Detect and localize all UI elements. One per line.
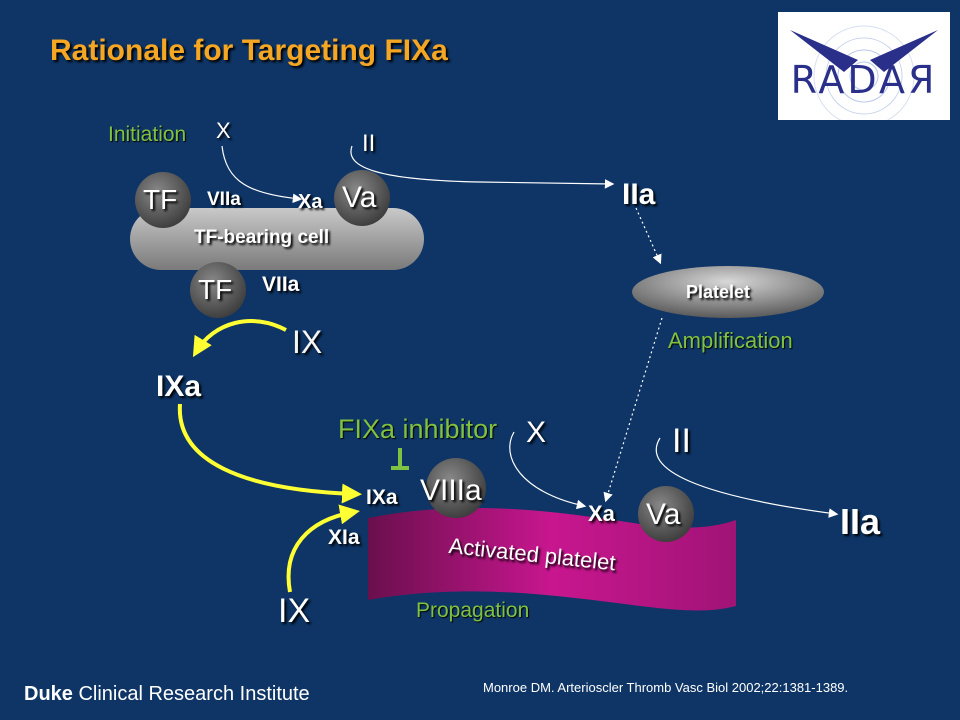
arrow-x-to-xa-bottom [509, 431, 587, 510]
arrow-ii-to-iia-bottom [655, 437, 839, 518]
platelet-cell [632, 266, 824, 318]
factor-tf-upper: TF [143, 184, 178, 215]
propagation-label: Propagation [416, 599, 530, 622]
factor-viia-upper: VIIa [207, 189, 241, 210]
logo-text: RADAЯ [790, 58, 938, 102]
tf-circle-lower [190, 262, 246, 318]
factor-ix-top: IX [292, 324, 323, 360]
duke-cri-logo: Duke Clinical Research Institute [24, 684, 310, 704]
initiation-label: Initiation [108, 123, 187, 146]
factor-iia-bottom: IIa [840, 501, 881, 542]
fixa-inhibitor-label: FIXa inhibitor [338, 414, 498, 444]
citation: Monroe DM. Arterioscler Thromb Vasc Biol… [483, 680, 849, 695]
factor-ii-top: II [362, 130, 376, 157]
factor-ixa-left: IXa [156, 370, 202, 403]
factor-iia-top: IIa [622, 178, 656, 211]
slide-title: Rationale for Targeting FIXa [50, 34, 448, 67]
arrow-ii-to-iia [350, 145, 615, 189]
factor-ii-bottom: II [672, 422, 691, 460]
factor-xia: XIa [328, 526, 360, 549]
factor-xa-upper: Xa [298, 191, 323, 213]
activated-platelet-cell [368, 507, 736, 611]
factor-va-upper: Va [342, 181, 377, 214]
footer-org-rest: Clinical Research Institute [72, 683, 310, 705]
factor-va-bottom: Va [646, 498, 681, 531]
arrow-ix-to-ixa-bottom [286, 504, 360, 593]
arrow-platelet-to-xa [603, 317, 663, 503]
arrow-x-to-xa [221, 145, 303, 204]
factor-x-top: X [216, 118, 231, 143]
arrow-ix-to-ixa [192, 319, 287, 358]
inhibitor-bar [391, 448, 409, 470]
factor-xa-bottom: Xa [588, 501, 615, 526]
tf-circle-upper [135, 172, 191, 228]
platelet-label: Platelet [686, 282, 751, 302]
factor-x-bottom: X [526, 416, 547, 449]
va-circle-upper [334, 170, 390, 226]
factor-viiia: VIIIa [420, 474, 482, 507]
factor-ixa-complex: IXa [366, 486, 398, 509]
va-circle-lower [638, 486, 694, 542]
footer-org-bold: Duke [24, 683, 73, 705]
factor-ix-bottom: IX [278, 592, 311, 630]
radar-logo: RADAЯ [778, 12, 950, 127]
factor-viia-lower: VIIa [262, 273, 300, 296]
factor-tf-lower: TF [198, 274, 233, 305]
arrow-iia-to-platelet [635, 207, 662, 265]
arrow-ixa-to-complex [177, 403, 362, 504]
amplification-label: Amplification [668, 328, 793, 353]
tf-bearing-cell-label: TF-bearing cell [194, 227, 330, 248]
viiia-circle [426, 458, 486, 518]
